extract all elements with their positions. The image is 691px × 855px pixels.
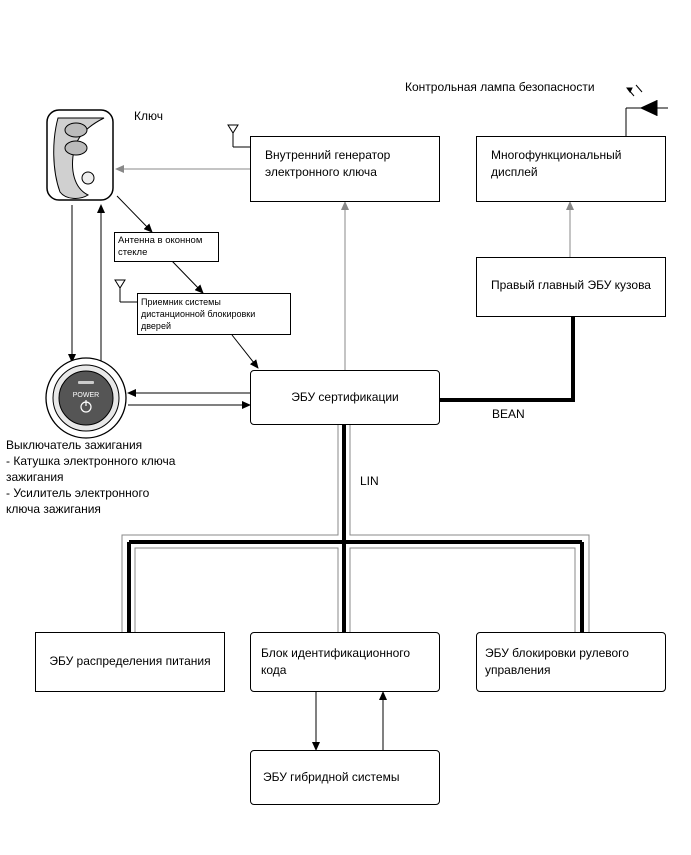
ignition-item-coil: - Катушка электронного ключа зажигания: [6, 454, 176, 484]
key-label: Ключ: [134, 109, 163, 123]
cert-ecu-box: ЭБУ сертификации: [250, 370, 440, 425]
lin-label: LIN: [360, 474, 379, 488]
antenna-icon: [114, 279, 137, 303]
key-fob-icon: [46, 109, 114, 201]
security-lamp-icon: [625, 84, 668, 140]
internal-generator-box: Внутренний генератор электронного ключа: [250, 136, 440, 202]
power-text: POWER: [73, 392, 99, 399]
right-body-ecu-box: Правый главный ЭБУ кузова: [476, 257, 666, 317]
ignition-title: Выключатель зажигания: [6, 438, 143, 452]
security-lamp-label: Контрольная лампа безопасности: [405, 80, 595, 94]
steering-lock-ecu-box: ЭБУ блокировки рулевого управления: [476, 632, 666, 692]
id-code-box: Блок идентификационного кода: [250, 632, 440, 692]
hybrid-ecu-box: ЭБУ гибридной системы: [250, 750, 440, 805]
ignition-switch-label: Выключатель зажигания - Катушка электрон…: [6, 437, 236, 517]
ignition-item-amplifier: - Усилитель электронного ключа зажигания: [6, 486, 150, 516]
multi-display-box: Многофункциональный дисплей: [476, 136, 666, 202]
lin-bus: [121, 425, 590, 632]
window-antenna-box: Антенна в оконном стекле: [114, 232, 219, 262]
power-switch-icon: POWER: [45, 357, 127, 439]
remote-receiver-box: Приемник системы дистанционной блокировк…: [137, 293, 291, 335]
power-dist-ecu-box: ЭБУ распределения питания: [35, 632, 225, 692]
antenna-icon: [227, 124, 250, 148]
bean-label: BEAN: [492, 407, 525, 421]
